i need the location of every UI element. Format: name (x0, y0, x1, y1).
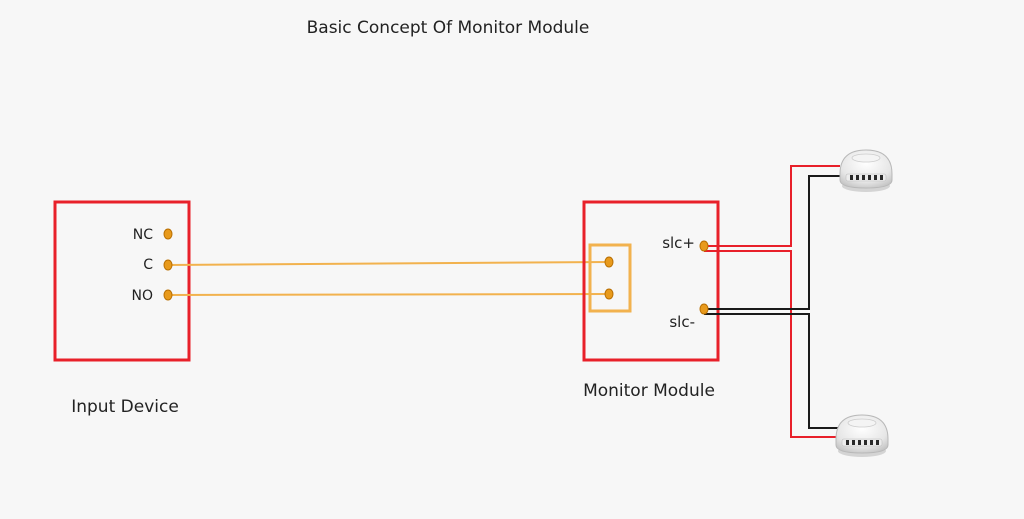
slc-plus-label: slc+ (662, 234, 695, 252)
terminal-label-c: C (143, 257, 153, 273)
module-terminal-1 (604, 256, 614, 268)
diagram-title: Basic Concept Of Monitor Module (307, 18, 590, 38)
terminal-nc (163, 228, 173, 240)
slc-positive-wiring (704, 165, 840, 438)
signal-wire-no (167, 293, 610, 296)
module-terminal-2 (604, 288, 614, 300)
signal-wire-c (167, 261, 610, 266)
smoke-detector-icon (839, 149, 893, 192)
slc-minus-terminal (699, 303, 709, 315)
slc-negative-wiring (704, 175, 840, 429)
monitor-module-box (582, 200, 720, 362)
slc-minus-label: slc- (669, 313, 695, 331)
terminal-label-no: NO (132, 288, 154, 304)
input-terminal-block (588, 243, 632, 313)
input-device-caption: Input Device (71, 397, 179, 417)
monitor-module-caption: Monitor Module (583, 381, 715, 401)
terminal-c (163, 259, 173, 271)
input-device-box (53, 200, 191, 362)
smoke-detector-icon (835, 414, 889, 457)
terminal-label-nc: NC (133, 227, 153, 243)
slc-plus-terminal (699, 240, 709, 252)
terminal-no (163, 289, 173, 301)
